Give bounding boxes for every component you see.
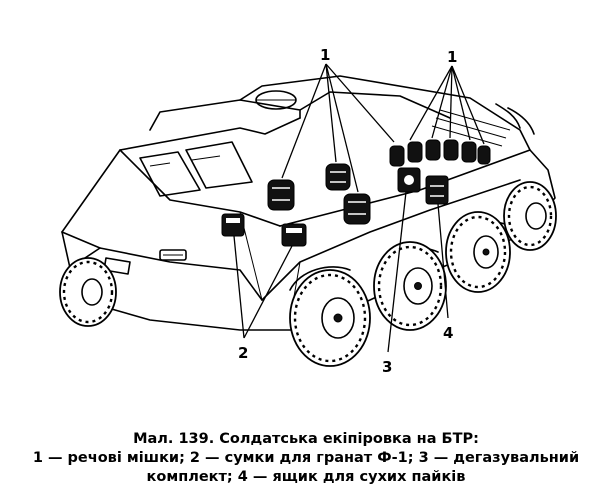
- caption-legend-line-1: 1 — речові мішки; 2 — сумки для гранат Ф…: [32, 450, 580, 466]
- callout-leaders: [233, 63, 485, 353]
- callout-2: 2: [238, 344, 248, 362]
- wheel-4: [503, 181, 557, 251]
- callout-3: 3: [382, 358, 392, 376]
- duffel-bag-row: [389, 139, 491, 167]
- duffel-bag-3: [343, 193, 371, 225]
- wheel-front-left: [59, 257, 117, 327]
- wheel-1: [289, 269, 371, 367]
- equipment-items: [221, 139, 491, 247]
- wheel-2: [373, 241, 447, 331]
- duffel-bag-2: [325, 163, 351, 191]
- decontamination-kit: [397, 167, 421, 193]
- duffel-bag-1: [267, 179, 295, 211]
- caption-title: Мал. 139. Солдатська екіпіровка на БТР:: [133, 431, 479, 447]
- callout-labels: 1 1 2 3 4: [238, 46, 457, 376]
- dry-ration-box: [425, 175, 449, 205]
- apc-wheels: [59, 181, 557, 367]
- figure-caption: Мал. 139. Солдатська екіпіровка на БТР: …: [0, 430, 612, 492]
- callout-1-right: 1: [447, 48, 457, 66]
- grenade-pouch-front: [221, 213, 245, 237]
- grenade-pouch-side: [281, 223, 307, 247]
- apc-illustration: 1 1 2 3 4: [59, 46, 557, 376]
- caption-legend-line-2: комплект; 4 — ящик для сухих пайків: [146, 469, 466, 485]
- wheel-3: [445, 211, 511, 293]
- callout-1-center: 1: [320, 46, 330, 64]
- callout-4: 4: [443, 324, 453, 342]
